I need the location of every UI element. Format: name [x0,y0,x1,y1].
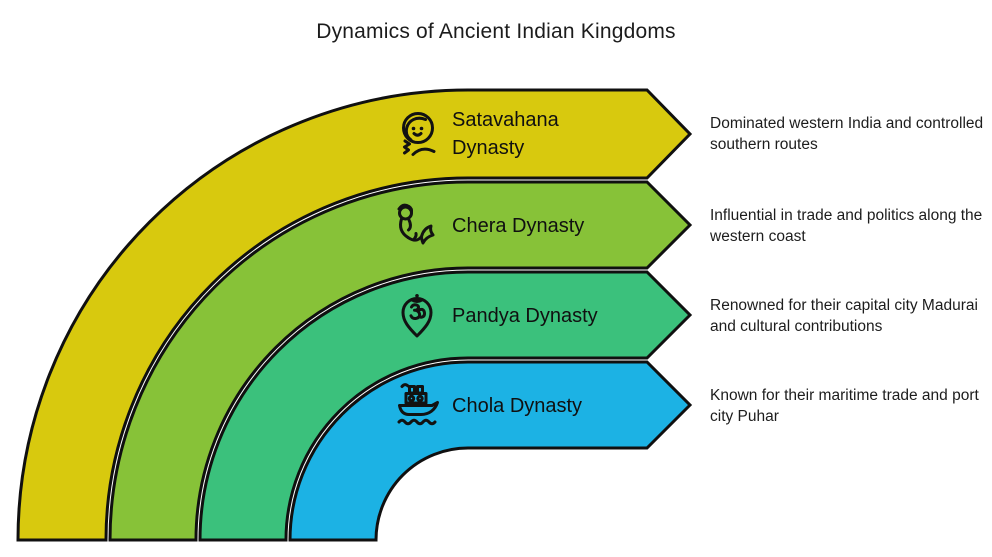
band-label-chera: Chera Dynasty [452,215,585,237]
band-label-pandya: Pandya Dynasty [452,305,598,327]
band-label-chola: Chola Dynasty [452,395,583,417]
band-shape-chola [288,360,693,542]
band-shape-satavahana [16,88,693,542]
om-pin-icon [401,294,433,338]
band-description-satavahana: Dominated western India and controlled s… [710,115,984,153]
band-description-chera: Influential in trade and politics along … [710,207,983,245]
ship-icon [397,383,439,426]
page-title: Dynamics of Ancient Indian Kingdoms [316,20,676,43]
band-description-chola: Known for their maritime trade and port … [710,387,979,425]
mermaid-icon [397,203,435,245]
band-shape-chera [108,180,693,542]
woman-braid-icon [402,112,436,156]
band-label-satavahana: Satavahana Dynasty [452,109,559,159]
band-description-pandya: Renowned for their capital city Madurai … [710,297,978,335]
band-shape-pandya [198,270,693,542]
